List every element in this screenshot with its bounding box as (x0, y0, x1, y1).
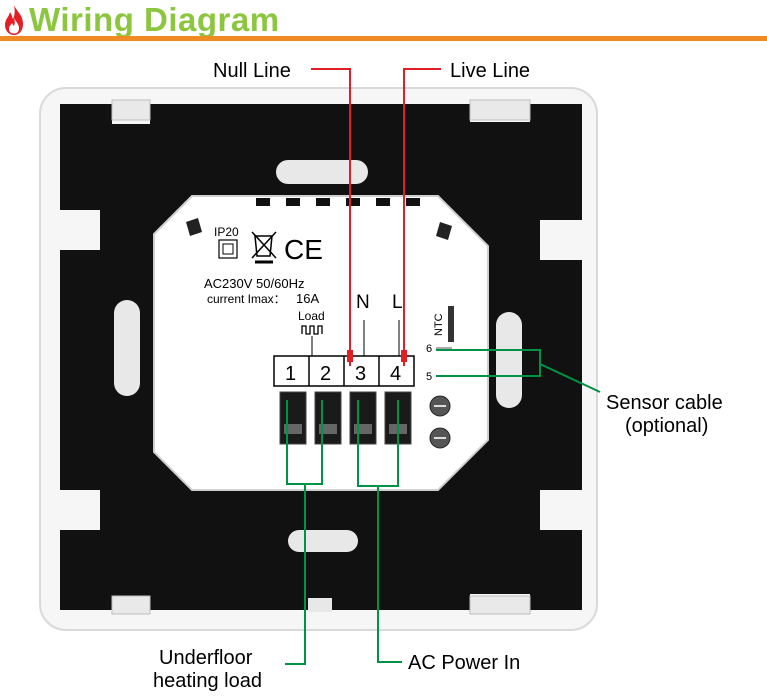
screw-slot (276, 160, 368, 184)
header: Wiring Diagram (0, 0, 767, 44)
terminal-1: 1 (285, 363, 296, 385)
ac-power-leader (357, 400, 402, 663)
underfloor-label: Underfloor (159, 647, 253, 669)
live-line-label: Live Line (450, 60, 530, 82)
corner-tab (111, 99, 151, 121)
ntc-sensor (448, 306, 454, 342)
vent-slots (256, 198, 420, 206)
side-notch (540, 220, 582, 260)
corner-marker (436, 222, 452, 240)
corner-tab (469, 595, 531, 615)
side-notch (60, 210, 100, 250)
header-divider (0, 36, 767, 41)
heating-load-label: heating load (153, 670, 262, 692)
current-label: current Imax： (207, 292, 286, 306)
terminal-4: 4 (390, 363, 401, 385)
screw-slot (288, 530, 358, 552)
corner-marker (186, 218, 202, 236)
bottom-clip (308, 598, 332, 612)
terminal-2: 2 (320, 363, 331, 385)
terminal-3: 3 (355, 363, 366, 385)
screw-slot (114, 300, 140, 396)
voltage-rating: AC230V 50/60Hz (204, 276, 304, 291)
flame-icon (5, 5, 23, 35)
null-line-label: Null Line (213, 60, 291, 82)
ac-power-in-label: AC Power In (408, 652, 520, 674)
ntc-label: NTC (433, 313, 445, 336)
weee-bin-icon (251, 231, 277, 264)
sensor-cable-leader (436, 349, 601, 393)
sensor-pin-5: 5 (426, 371, 432, 383)
ip-rating: IP20 (214, 225, 239, 239)
side-notch (60, 490, 100, 530)
live-label: L (392, 292, 403, 313)
sensor-cable-label: Sensor cable (606, 392, 723, 414)
neutral-label: N (356, 292, 370, 313)
current-value: 16A (296, 291, 319, 306)
double-insulation-icon (218, 239, 238, 259)
live-line-leader (403, 68, 441, 366)
screw-slot (496, 312, 522, 408)
null-line-leader (311, 68, 351, 366)
corner-tab (111, 595, 151, 615)
heating-load-leader (285, 400, 323, 665)
heating-symbol (301, 325, 323, 335)
sensor-pin-6: 6 (426, 343, 432, 355)
live-line-connector (401, 350, 407, 362)
side-notch (540, 490, 582, 530)
load-label: Load (298, 309, 325, 323)
page-title: Wiring Diagram (29, 1, 280, 38)
double-insulation-inner (222, 243, 234, 255)
ce-mark: CE (284, 234, 323, 265)
null-line-connector (347, 350, 353, 362)
sensor-optional-label: (optional) (625, 415, 708, 437)
corner-tab (469, 99, 531, 121)
